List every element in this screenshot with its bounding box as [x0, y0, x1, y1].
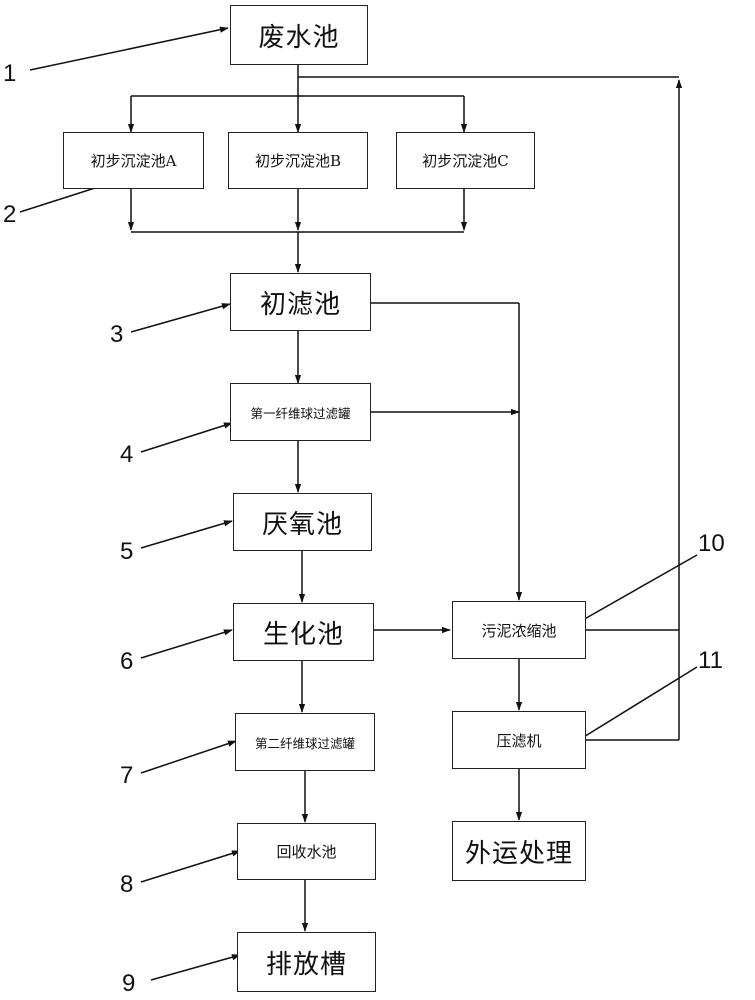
leader-arrow-6 — [140, 629, 233, 659]
leader-arrow-9 — [150, 954, 241, 981]
anaerobic-pool-box: 厌氧池 — [233, 493, 372, 551]
leader-arrow-11 — [573, 666, 698, 744]
label-11: 11 — [698, 647, 723, 674]
label-9: 9 — [122, 970, 136, 997]
label-7: 7 — [120, 762, 134, 789]
label-8: 8 — [120, 871, 134, 898]
label-10: 10 — [698, 530, 725, 557]
label-1: 1 — [3, 60, 17, 87]
wastewater-pool-box: 废水池 — [230, 5, 368, 65]
bio-pool-box: 生化池 — [233, 603, 374, 661]
prefilter-pool-box: 初滤池 — [230, 273, 371, 331]
label-4: 4 — [120, 441, 134, 468]
leader-arrow-10 — [573, 554, 698, 626]
leader-arrow-4 — [140, 422, 233, 453]
fiber-filter-1-box: 第一纤维球过滤罐 — [230, 383, 371, 441]
discharge-tank-box: 排放槽 — [237, 932, 376, 992]
external-disposal-box: 外运处理 — [452, 821, 586, 881]
recovery-pool-box: 回收水池 — [237, 823, 376, 880]
label-3: 3 — [110, 321, 124, 348]
settling-tank-c-box: 初步沉淀池C — [396, 132, 535, 189]
leader-arrow-3 — [130, 303, 231, 333]
sludge-thickener-box: 污泥浓缩池 — [452, 601, 586, 659]
leader-arrow-1 — [29, 26, 229, 71]
leader-arrow-8 — [140, 850, 241, 883]
label-2: 2 — [3, 201, 17, 228]
fiber-filter-2-box: 第二纤维球过滤罐 — [235, 713, 375, 771]
settling-tank-b-box: 初步沉淀池B — [228, 132, 368, 189]
filter-press-box: 压滤机 — [452, 711, 586, 769]
leader-arrow-5 — [140, 520, 233, 549]
leader-arrow-7 — [140, 740, 237, 774]
settling-tank-a-box: 初步沉淀池A — [63, 132, 204, 189]
label-6: 6 — [120, 648, 134, 675]
label-5: 5 — [120, 538, 134, 565]
